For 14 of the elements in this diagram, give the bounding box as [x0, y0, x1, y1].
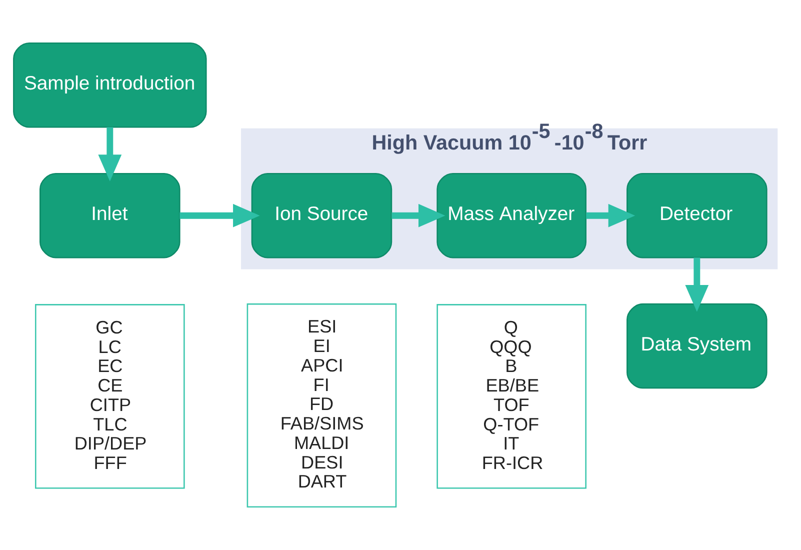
arrow: [180, 204, 260, 228]
node-box: Ion Source: [251, 172, 392, 258]
node-box: ESI EI APCI FI FD FAB/SIMS MALDI DESI DART: [246, 303, 397, 508]
arrow: [392, 204, 446, 228]
arrow: [586, 204, 636, 228]
node-box: Mass Analyzer: [436, 172, 586, 258]
arrow: [685, 258, 709, 312]
node-box: Sample introduction: [13, 42, 207, 128]
node-box: Data System: [626, 303, 768, 389]
arrow: [98, 127, 122, 182]
node-box: Inlet: [40, 172, 180, 258]
node-box: GC LC EC CE CITP TLC DIP/DEP FFF: [34, 304, 185, 489]
node-box: Q QQQ B EB/BE TOF Q-TOF IT FR-ICR: [436, 304, 586, 489]
node-box: Detector: [626, 172, 768, 258]
